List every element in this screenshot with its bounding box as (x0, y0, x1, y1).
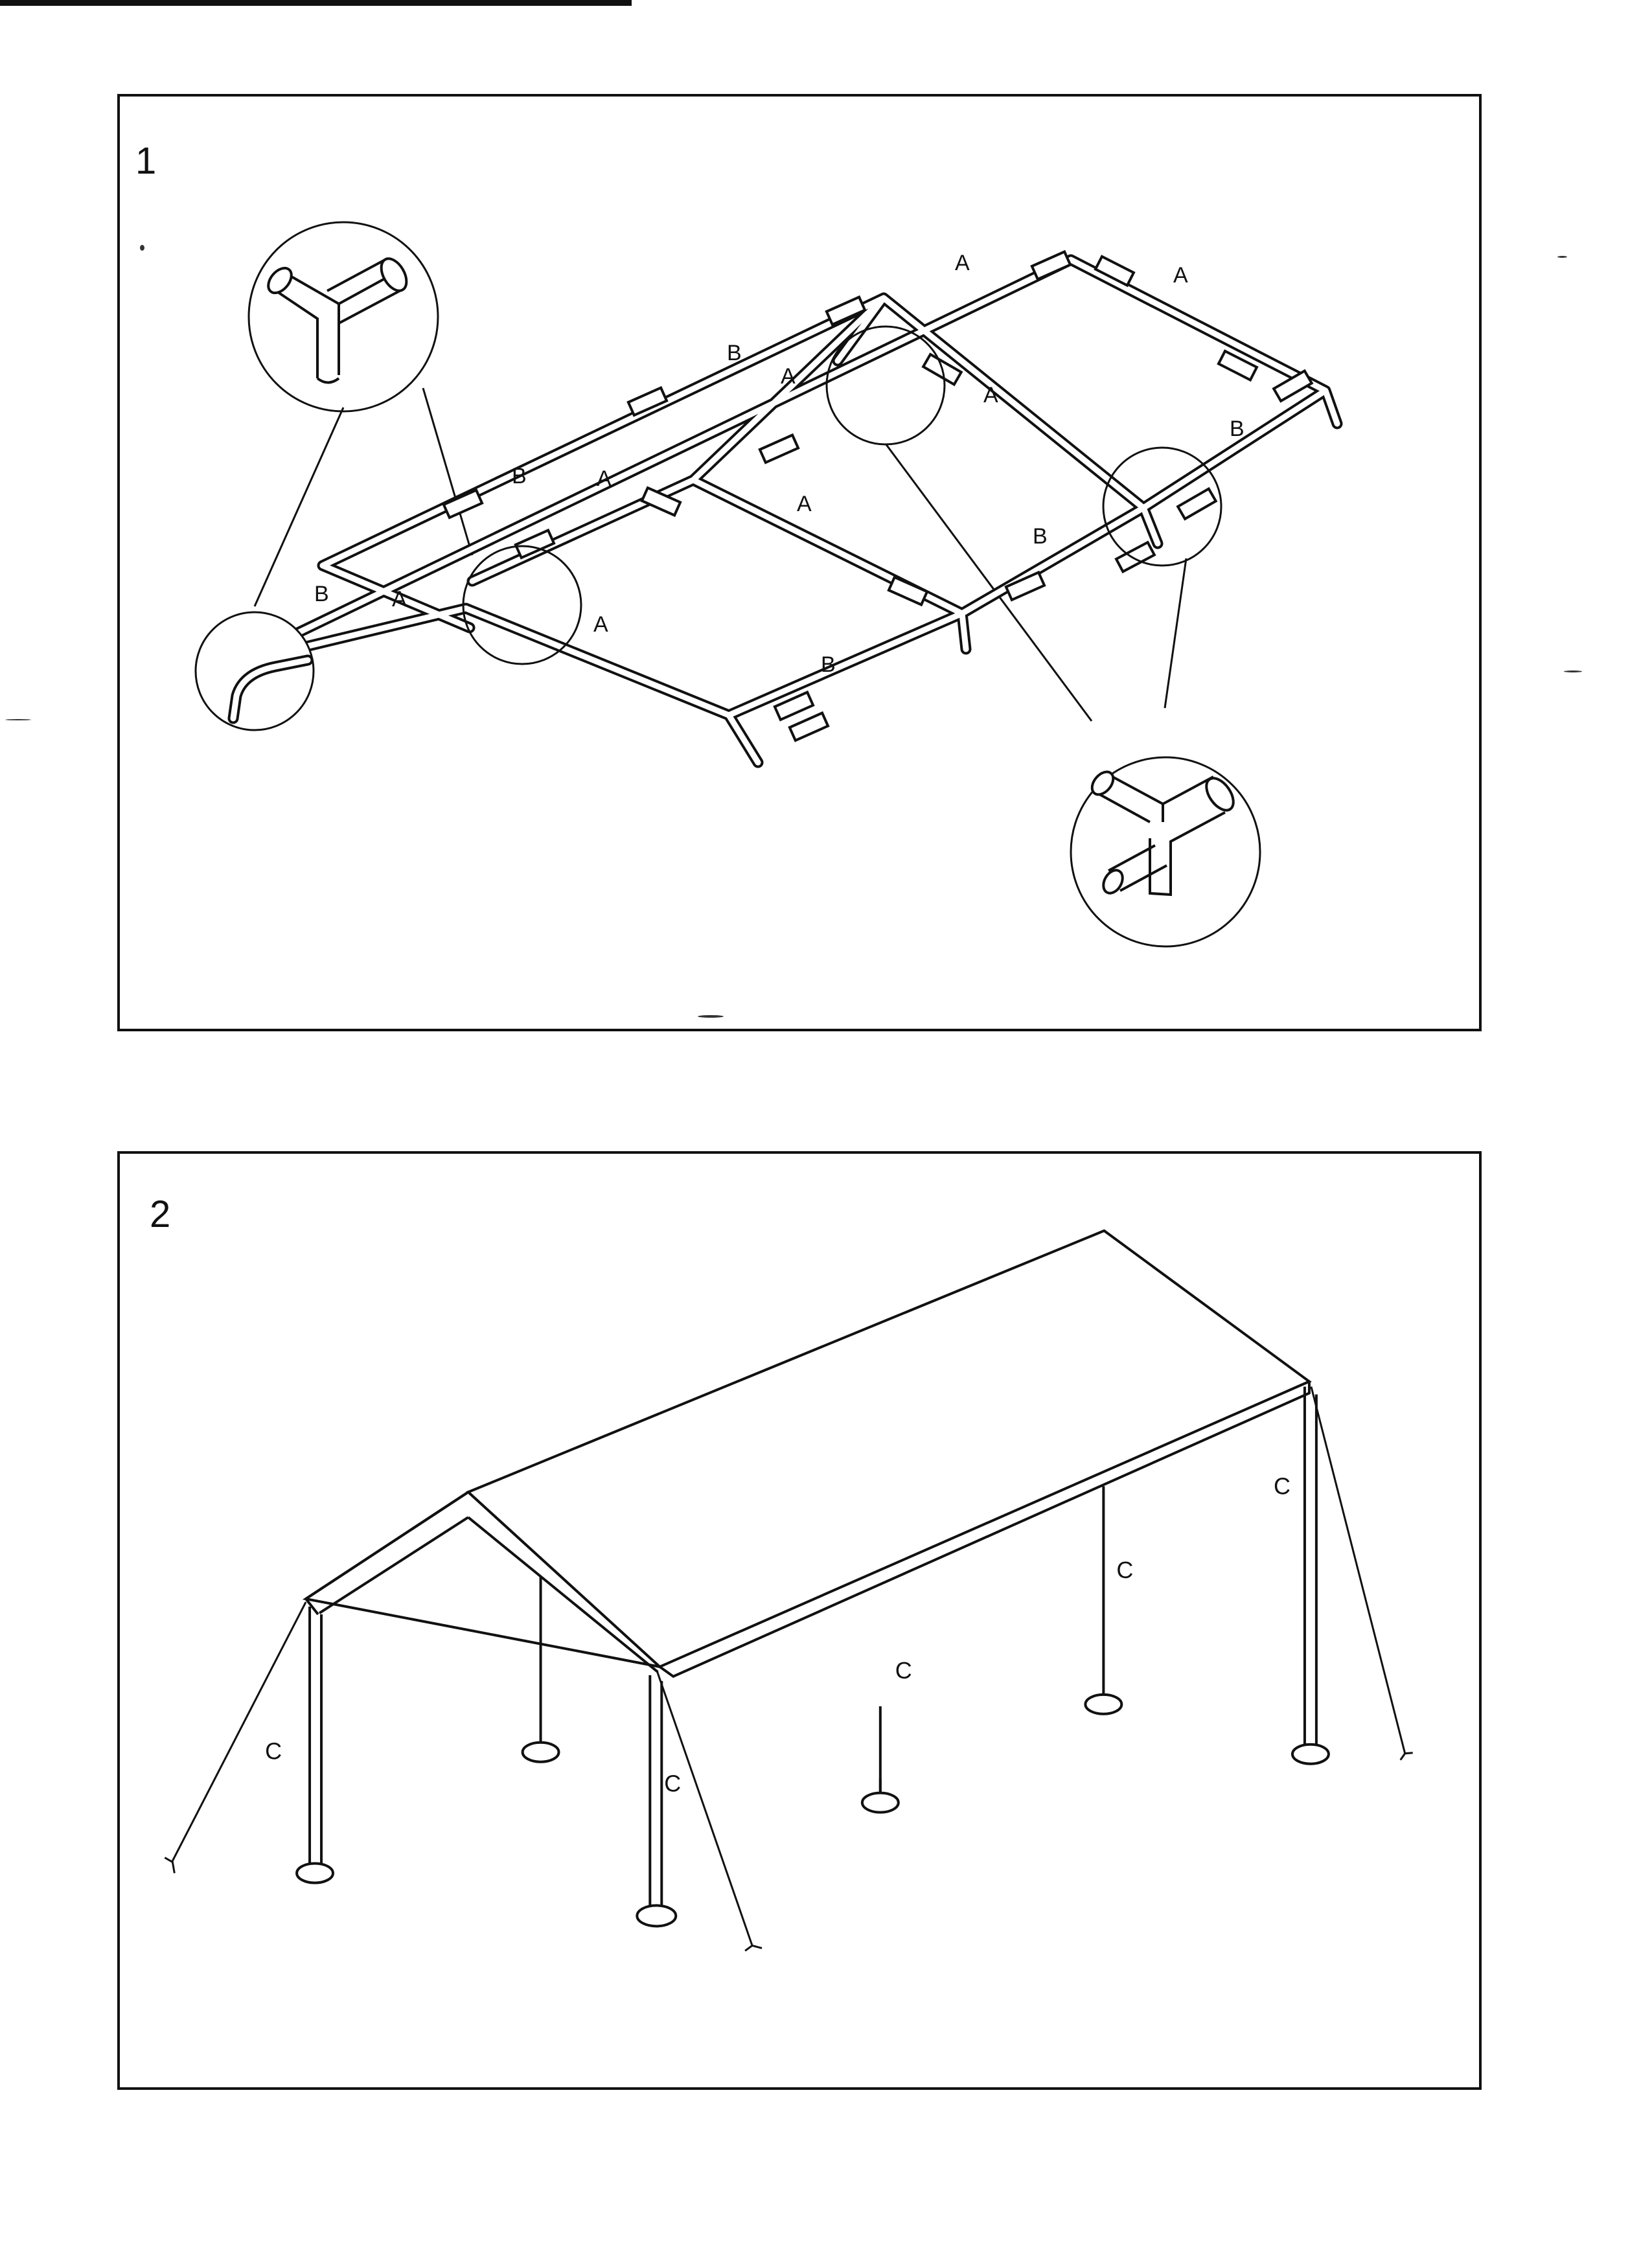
pipe-label: A (1173, 263, 1188, 288)
pipe-label: B (1230, 417, 1245, 441)
frame-pipes (227, 254, 1343, 768)
detail-tee-fitting (1070, 756, 1261, 948)
pipe-label: A (955, 251, 970, 275)
callout-leader-lines (253, 387, 1187, 722)
step-number: 1 (135, 140, 157, 182)
pipe-label: A (597, 466, 612, 491)
pipe-label: B (727, 341, 742, 365)
scan-edge-bar (0, 0, 632, 6)
pipe-label: A (593, 612, 608, 637)
pole-label: C (895, 1657, 912, 1684)
pipe-labels: A A B A A B A A B A B A B B (314, 251, 1245, 677)
pole-label: C (1274, 1472, 1291, 1499)
pole-labels: C C C C C (265, 1472, 1291, 1796)
scan-speck (140, 245, 144, 251)
pipe-label: A (797, 492, 812, 516)
scan-speck (1564, 670, 1582, 672)
leg-foot-plates (295, 1693, 1330, 1928)
pipe-label: B (314, 582, 329, 606)
step-number: 2 (150, 1193, 171, 1235)
canopy-legs (308, 1386, 1318, 1914)
canopy-roof (302, 1229, 1312, 1678)
pipe-label: A (781, 364, 796, 389)
frame-assembly-diagram: A A B A A B A A B A B A B B (194, 221, 1343, 948)
step-2-panel: 2 (117, 1151, 1482, 2090)
guy-ropes (164, 1386, 1413, 1952)
canopy-diagram: C C C C C (164, 1229, 1413, 1952)
pole-label: C (265, 1738, 282, 1765)
pipe-label: B (821, 652, 836, 677)
pole-label: C (1116, 1557, 1133, 1583)
step-1-panel: 1 (117, 94, 1482, 1031)
scan-speck (698, 1015, 724, 1018)
pipe-label: B (1033, 524, 1048, 549)
pipe-label: A (392, 587, 407, 612)
pipe-label: B (512, 464, 527, 488)
pipe-label: A (983, 383, 998, 407)
pole-label: C (664, 1770, 681, 1797)
scan-speck (5, 719, 31, 720)
scan-speck (1557, 256, 1567, 258)
detail-corner-fitting (247, 221, 439, 413)
